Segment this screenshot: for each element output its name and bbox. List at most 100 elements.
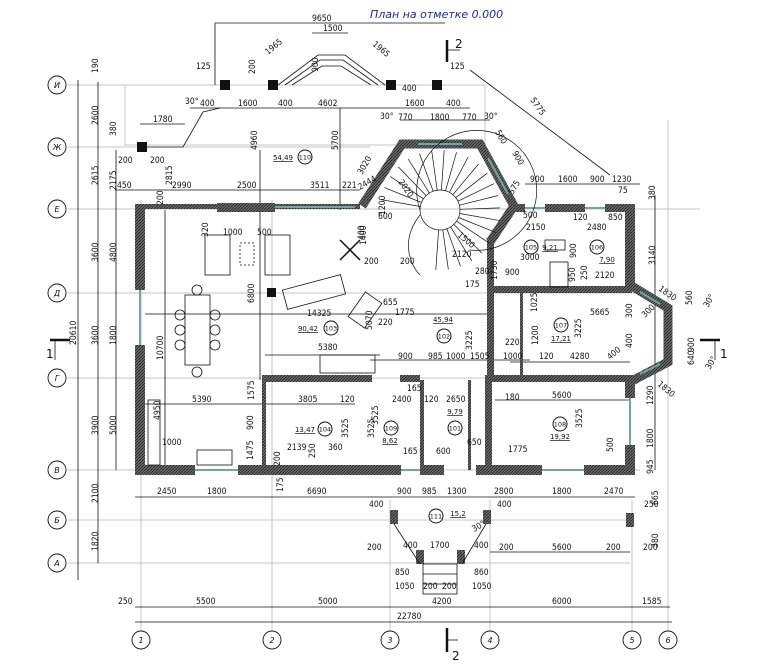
dimension-label: 400	[474, 541, 489, 551]
dimension-label: 200	[118, 156, 133, 166]
stair-tread	[441, 150, 445, 191]
dimension-label: 3525	[371, 405, 381, 425]
svg-text:Б: Б	[54, 516, 60, 525]
dimension-label: 120	[539, 352, 554, 362]
dimension-label: 5000	[318, 597, 338, 607]
svg-text:107: 107	[555, 322, 567, 330]
dimension-label: 6000	[552, 597, 572, 607]
dimension-label: 400	[357, 225, 367, 240]
svg-text:Ж: Ж	[52, 143, 62, 152]
room-109: 109 8,62	[382, 420, 399, 445]
dimension-label: 30°	[185, 97, 199, 107]
svg-text:7,90: 7,90	[599, 256, 615, 264]
dining-table	[184, 294, 211, 366]
section-1-left: 1	[46, 347, 54, 361]
dimension-label: 2400	[392, 395, 412, 405]
dimension-label: 1800	[430, 113, 450, 123]
dimension-label: 3140	[648, 245, 658, 265]
dimension-label: 400	[278, 99, 293, 109]
dimension-label: 360	[328, 443, 343, 453]
stair-tread	[452, 163, 479, 195]
dimension-label: 1775	[395, 308, 415, 318]
stair-tread	[459, 195, 499, 206]
svg-text:8,62: 8,62	[382, 437, 398, 445]
dimension-label: 5700	[331, 130, 341, 150]
svg-text:106: 106	[591, 244, 603, 252]
dimension-label: 120	[340, 395, 355, 405]
dimension-label: 200	[423, 582, 438, 592]
dimension-label: 75	[618, 186, 628, 196]
dimension-label: 1585	[642, 597, 662, 607]
dimension-label: 1300	[447, 487, 467, 497]
svg-text:19,92: 19,92	[550, 433, 570, 441]
dimension-label: 950	[568, 267, 578, 282]
dimension-label: 1830	[655, 380, 676, 400]
dimension-label: 1775	[508, 445, 528, 455]
spiral-staircase	[380, 130, 538, 276]
dimension-label: 3600	[91, 242, 101, 262]
dimension-label: 1025	[530, 292, 540, 312]
dimension-label: 220	[505, 338, 520, 348]
dimension-label: 4950	[153, 400, 163, 420]
dimension-label: 640	[687, 350, 697, 365]
stair-tread	[445, 152, 457, 191]
dimension-label: 900	[397, 487, 412, 497]
stair-tread	[435, 229, 439, 270]
svg-text:3: 3	[387, 636, 392, 645]
dimension-label: 900	[398, 352, 413, 362]
room-107: 107 17,21	[551, 317, 571, 343]
stair-tread	[446, 228, 461, 267]
dimension-label: 200	[248, 59, 258, 74]
dimension-label: 900	[687, 337, 697, 352]
svg-text:103: 103	[325, 325, 337, 333]
svg-text:102: 102	[438, 333, 450, 341]
dimension-label: 3600	[91, 325, 101, 345]
svg-text:Г: Г	[55, 374, 60, 383]
dimension-label: 2175	[109, 170, 119, 190]
stair-tread	[407, 158, 430, 194]
dimension-label: 900	[569, 243, 579, 258]
axis-markers	[47, 75, 678, 650]
dimension-label: 165	[407, 384, 422, 394]
dimension-label: 125	[196, 62, 211, 72]
dimension-label: 6800	[247, 283, 257, 303]
dimension-label: 650	[467, 438, 482, 448]
dimension-label: 3225	[465, 330, 475, 350]
dimension-label: 770	[398, 113, 413, 123]
dimension-label: 5000	[109, 415, 119, 435]
dimension-label: 30°	[484, 112, 498, 122]
svg-text:109: 109	[385, 425, 397, 433]
dimension-label: 900	[246, 415, 256, 430]
stair-tread	[390, 176, 424, 200]
svg-text:Д: Д	[53, 289, 60, 298]
svg-text:17,21: 17,21	[551, 335, 571, 343]
dimension-label: 200	[156, 190, 166, 205]
dimension-label: 1600	[238, 99, 258, 109]
dimension-label: 560	[685, 290, 695, 305]
dimension-label: 1505	[470, 352, 490, 362]
dimension-label: 1000	[223, 228, 243, 238]
svg-text:105: 105	[525, 244, 537, 252]
dimension-label: 175	[276, 477, 286, 492]
dimension-label: 200	[150, 156, 165, 166]
dimension-label: 2120	[452, 250, 472, 260]
dimension-label: 500	[257, 228, 272, 238]
svg-text:4: 4	[487, 636, 492, 645]
dimension-label: 5775	[528, 96, 547, 118]
dimension-label: 985	[422, 487, 437, 497]
dimension-label: 200	[442, 582, 457, 592]
dimension-label: 1050	[472, 582, 492, 592]
dimension-label: 2480	[587, 223, 607, 233]
dimension-label: 1500	[455, 231, 476, 251]
svg-text:9,79: 9,79	[447, 408, 463, 416]
dimension-label: 3805	[298, 395, 318, 405]
dimension-label: 4200	[432, 597, 452, 607]
stair-tread	[457, 183, 495, 202]
dimension-label: 500	[606, 437, 616, 452]
dimension-label: 380	[651, 533, 661, 548]
